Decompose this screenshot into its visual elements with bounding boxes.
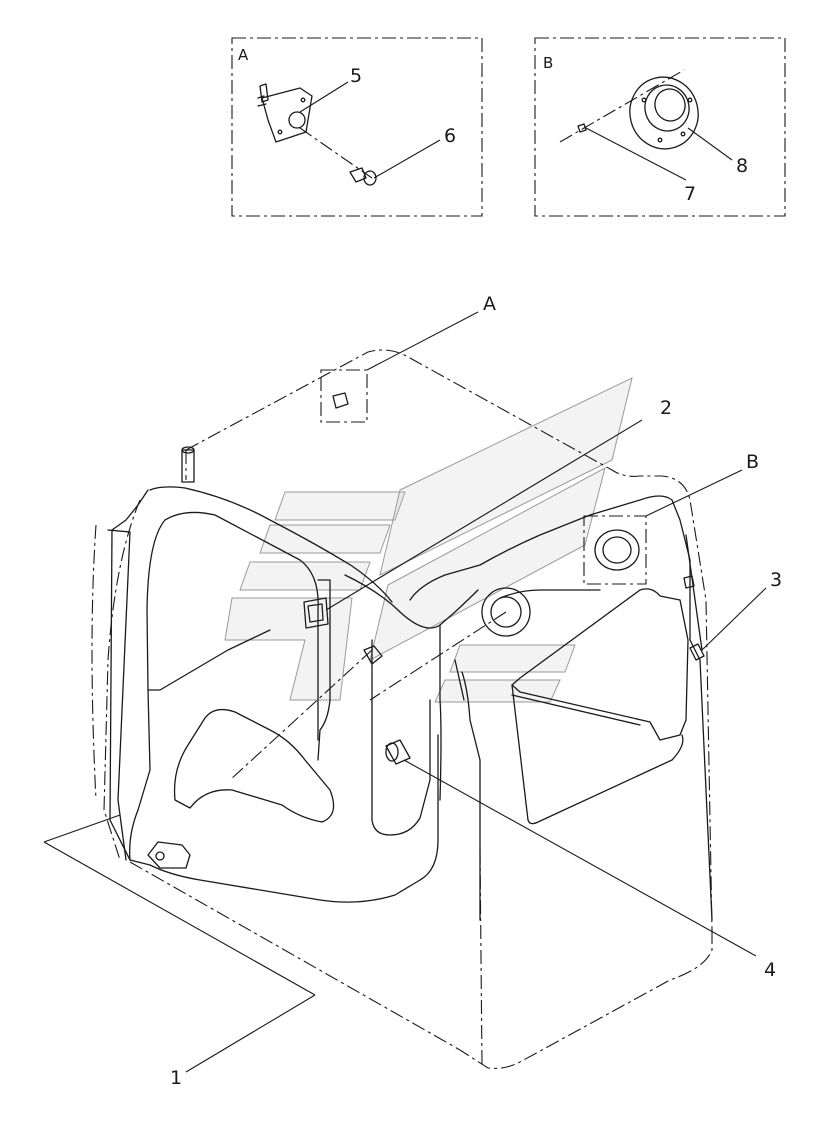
marker-a: A bbox=[320, 293, 496, 423]
leader-dash-grommet bbox=[369, 611, 507, 701]
grommet-on-cab bbox=[481, 587, 531, 637]
callout-4: 4 bbox=[764, 959, 776, 981]
detail-box-b-label: B bbox=[543, 54, 553, 72]
detail-box-a: A 5 6 bbox=[231, 37, 483, 217]
switch-on-cab: 2 bbox=[303, 397, 672, 665]
marker-b: B bbox=[583, 451, 759, 585]
callout-b: B bbox=[746, 451, 759, 473]
callout-3: 3 bbox=[770, 569, 782, 591]
cab-assembly bbox=[43, 349, 713, 1069]
leader-1: 1 bbox=[170, 994, 316, 1089]
callout-2: 2 bbox=[660, 397, 672, 419]
antenna-3: 3 bbox=[683, 534, 782, 661]
socket-4: 4 bbox=[385, 739, 776, 981]
callout-1: 1 bbox=[170, 1067, 182, 1089]
callout-5: 5 bbox=[350, 65, 362, 87]
callout-a: A bbox=[483, 293, 496, 315]
callout-7: 7 bbox=[684, 183, 696, 205]
watermark-logo bbox=[224, 377, 633, 703]
detail-box-a-label: A bbox=[238, 46, 249, 64]
detail-box-b: B 8 7 bbox=[534, 37, 786, 217]
callout-8: 8 bbox=[736, 155, 748, 177]
callout-6: 6 bbox=[444, 125, 456, 147]
leader-dash-switch bbox=[229, 649, 373, 781]
